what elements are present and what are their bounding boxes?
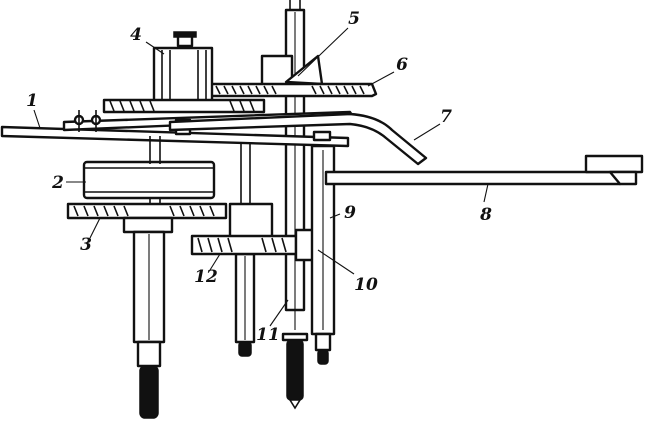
shaft-12 — [228, 142, 274, 357]
label-2: 2 — [51, 173, 64, 193]
gear-1 — [66, 202, 228, 234]
motor-gear — [102, 98, 266, 114]
label-5: 5 — [348, 9, 360, 29]
label-8: 8 — [479, 205, 492, 225]
part-labels: 1 2 3 4 5 6 7 8 9 10 11 12 — [26, 9, 492, 345]
label-6: 6 — [396, 55, 408, 75]
label-4: 4 — [130, 25, 142, 45]
column-9 — [310, 130, 336, 365]
label-11: 11 — [256, 325, 280, 345]
gear-6 — [206, 82, 378, 98]
motor-4 — [152, 31, 214, 104]
lever-7 — [168, 112, 428, 166]
label-7: 7 — [440, 107, 452, 127]
shaft-lower — [132, 230, 166, 419]
leader-lines — [33, 27, 489, 327]
gear-12 — [190, 234, 298, 256]
label-12: 12 — [194, 267, 218, 287]
disc-2 — [82, 160, 216, 200]
arm-8 — [324, 154, 644, 186]
label-1: 3 — [80, 235, 92, 255]
label-9: 9 — [344, 203, 356, 223]
label-3: 1 — [26, 91, 38, 111]
label-10: 10 — [354, 275, 378, 295]
